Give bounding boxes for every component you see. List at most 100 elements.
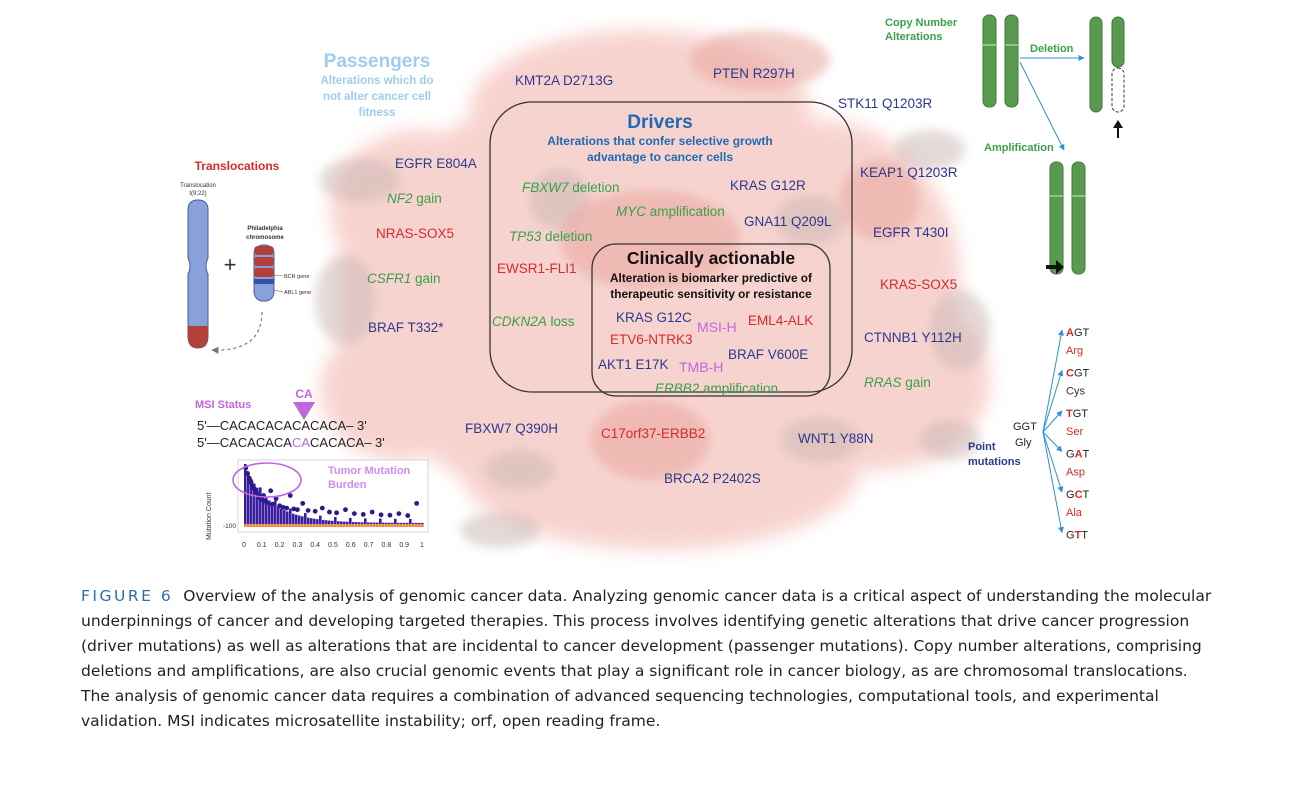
tmb-bar xyxy=(313,518,316,527)
tmb-x-tick-label: 0.9 xyxy=(399,542,409,549)
tmb-bar xyxy=(271,502,274,527)
tmb-point xyxy=(378,512,384,518)
driver-ewsr1: EWSR1-FLI1 xyxy=(497,261,577,276)
tmb-bar-base xyxy=(286,524,289,527)
point-mutation-arrow xyxy=(1042,329,1064,433)
cna-chromosome-2 xyxy=(1004,14,1019,108)
tmb-bar xyxy=(247,473,250,527)
mutation-brca2: BRCA2 P2402S xyxy=(664,471,761,486)
tmb-bar-base xyxy=(259,524,262,527)
tmb-x-tick-label: 0 xyxy=(242,542,246,549)
mutation-egfr-e804a: EGFR E804A xyxy=(395,156,477,171)
tmb-point xyxy=(312,508,318,514)
tmb-title-1: Tumor Mutation xyxy=(328,465,411,477)
mutant-codon: TGT xyxy=(1066,408,1088,420)
tmb-point xyxy=(396,511,402,517)
point-mutation-arrow xyxy=(1042,431,1063,452)
tmb-bar-base xyxy=(256,524,259,527)
deletion-label: Deletion xyxy=(1030,43,1074,55)
tmb-bar xyxy=(256,487,259,527)
mutation-kmt2a: KMT2A D2713G xyxy=(515,73,613,88)
amplification-pointer-arrow xyxy=(1046,260,1064,274)
mutation-csfr1: CSFR1 gain xyxy=(367,271,441,286)
passengers-desc-3: fitness xyxy=(358,107,395,119)
tmb-point xyxy=(248,479,254,485)
deletion-chromosome-2 xyxy=(1111,16,1125,68)
amp-chromosome-2 xyxy=(1071,161,1086,275)
tmb-highlight-ellipse xyxy=(232,462,302,498)
tmb-bar xyxy=(259,487,262,527)
tmb-bar xyxy=(379,518,382,527)
tmb-bar-base xyxy=(268,524,271,527)
driver-gna11: GNA11 Q209L xyxy=(744,214,832,229)
tmb-bar-base xyxy=(415,524,418,527)
tmb-bar xyxy=(253,483,256,527)
mutant-amino-acid: Ser xyxy=(1066,426,1083,438)
tmb-point xyxy=(245,471,250,476)
tmb-y-tick-neg100: -100 xyxy=(223,523,236,530)
tmb-bar xyxy=(319,515,322,527)
tmb-bar xyxy=(325,520,328,527)
drivers-title: Drivers xyxy=(627,112,693,133)
tmb-bar xyxy=(289,508,292,527)
tmb-bar xyxy=(349,517,352,527)
tmb-bar-base xyxy=(262,524,265,527)
tmb-bar-base xyxy=(310,524,313,527)
tmb-point xyxy=(268,488,274,494)
tmb-bar xyxy=(250,478,253,527)
actionable-braf-v600e: BRAF V600E xyxy=(728,347,808,362)
tmb-bar-base xyxy=(361,524,364,527)
tmb-bar-base xyxy=(292,524,295,527)
actionable-box xyxy=(591,243,831,397)
driver-tp53: TP53 deletion xyxy=(509,229,592,244)
tmb-point xyxy=(270,501,275,507)
philadelphia-label-2: chromosome xyxy=(246,235,284,241)
tmb-bar-base xyxy=(400,524,403,527)
amplification-label: Amplification xyxy=(984,142,1054,154)
driver-fbxw7: FBXW7 deletion xyxy=(522,180,620,195)
mutant-amino-acid: Ala xyxy=(1066,507,1083,519)
tmb-bar-base xyxy=(304,524,307,527)
tmb-bar-base xyxy=(409,524,412,527)
tmb-bar xyxy=(394,518,397,527)
tmb-bar-base xyxy=(283,524,286,527)
driver-myc: MYC amplification xyxy=(616,204,725,219)
tmb-bar xyxy=(409,518,412,527)
tmb-point xyxy=(319,505,325,511)
tmb-bar xyxy=(298,515,301,527)
mutation-egfr-t430i: EGFR T430I xyxy=(873,225,949,240)
tmb-point xyxy=(287,493,293,498)
tmb-bar-base xyxy=(370,524,373,527)
actionable-akt1: AKT1 E17K xyxy=(598,357,669,372)
mutation-nras-sox5: NRAS-SOX5 xyxy=(376,226,454,241)
tmb-bar-base xyxy=(316,524,319,527)
tmb-bar-base xyxy=(385,524,388,527)
tmb-bar-base xyxy=(364,524,367,527)
mutant-amino-acid: Arg xyxy=(1066,345,1083,357)
translocation-label-1: Translocation xyxy=(180,183,216,189)
tmb-bar-base xyxy=(388,524,391,527)
bcr-gene-label: BCR gene xyxy=(284,274,309,280)
tmb-point xyxy=(334,510,339,516)
actionable-etv6-ntrk3: ETV6-NTRK3 xyxy=(610,332,693,347)
tmb-bar-base xyxy=(397,524,400,527)
point-mutation-arrow xyxy=(1042,431,1064,534)
tmb-bar xyxy=(274,500,277,527)
tmb-x-tick-label: 0.2 xyxy=(275,542,285,549)
tmb-bar-base xyxy=(346,524,349,527)
drivers-desc-1: Alterations that confer selective growth xyxy=(547,134,772,148)
deletion-pointer-arrow xyxy=(1113,120,1123,138)
tmb-bar-base xyxy=(358,524,361,527)
tmb-bar-base xyxy=(334,524,337,527)
driver-kras-g12r: KRAS G12R xyxy=(730,178,806,193)
mutant-codon: GAT xyxy=(1066,449,1090,461)
figure-illustration: Passengers Alterations which do not alte… xyxy=(180,14,1125,550)
tmb-x-tick-label: 0.5 xyxy=(328,542,338,549)
tmb-bar-base xyxy=(340,524,343,527)
tmb-bar xyxy=(283,510,286,527)
mutation-fbxw7-q390h: FBXW7 Q390H xyxy=(465,421,558,436)
tmb-bar-base xyxy=(301,524,304,527)
tmb-point xyxy=(369,509,375,515)
tmb-x-tick-label: 0.8 xyxy=(382,542,392,549)
